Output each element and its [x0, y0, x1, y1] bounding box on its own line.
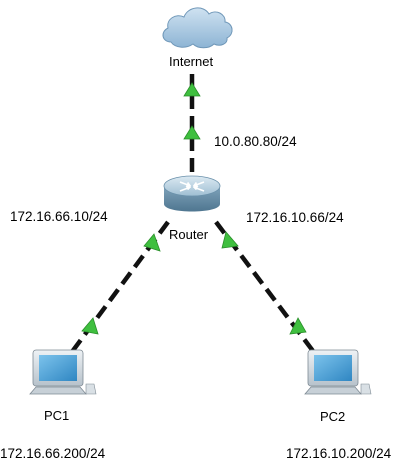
- device-name-pc1: PC1: [44, 408, 70, 423]
- device-name-internet: Internet: [168, 54, 215, 70]
- ip-label-router-internet: 10.0.80.80/24: [214, 134, 297, 149]
- ip-label-router-pc1: 172.16.66.10/24: [10, 209, 108, 224]
- link-status-up-icon: [81, 317, 99, 335]
- link-status-up-icon: [143, 233, 161, 252]
- ip-label-pc2: 172.16.10.200/24: [286, 446, 392, 461]
- router-icon[interactable]: [163, 175, 221, 212]
- ip-label-pc1: 172.16.66.200/24: [0, 446, 106, 461]
- cloud-icon[interactable]: [162, 7, 233, 49]
- device-name-router: Router: [168, 227, 210, 243]
- link-status-up-icon: [183, 125, 201, 140]
- pc-icon[interactable]: [29, 349, 97, 395]
- link-status-up-icon: [289, 317, 307, 335]
- link-status-up-icon: [221, 231, 239, 249]
- link-status-indicators: [81, 82, 307, 335]
- pc-icon[interactable]: [304, 349, 372, 395]
- link-status-up-icon: [183, 82, 201, 97]
- device-name-pc2: PC2: [320, 409, 346, 424]
- ip-label-router-pc2: 172.16.10.66/24: [246, 210, 344, 225]
